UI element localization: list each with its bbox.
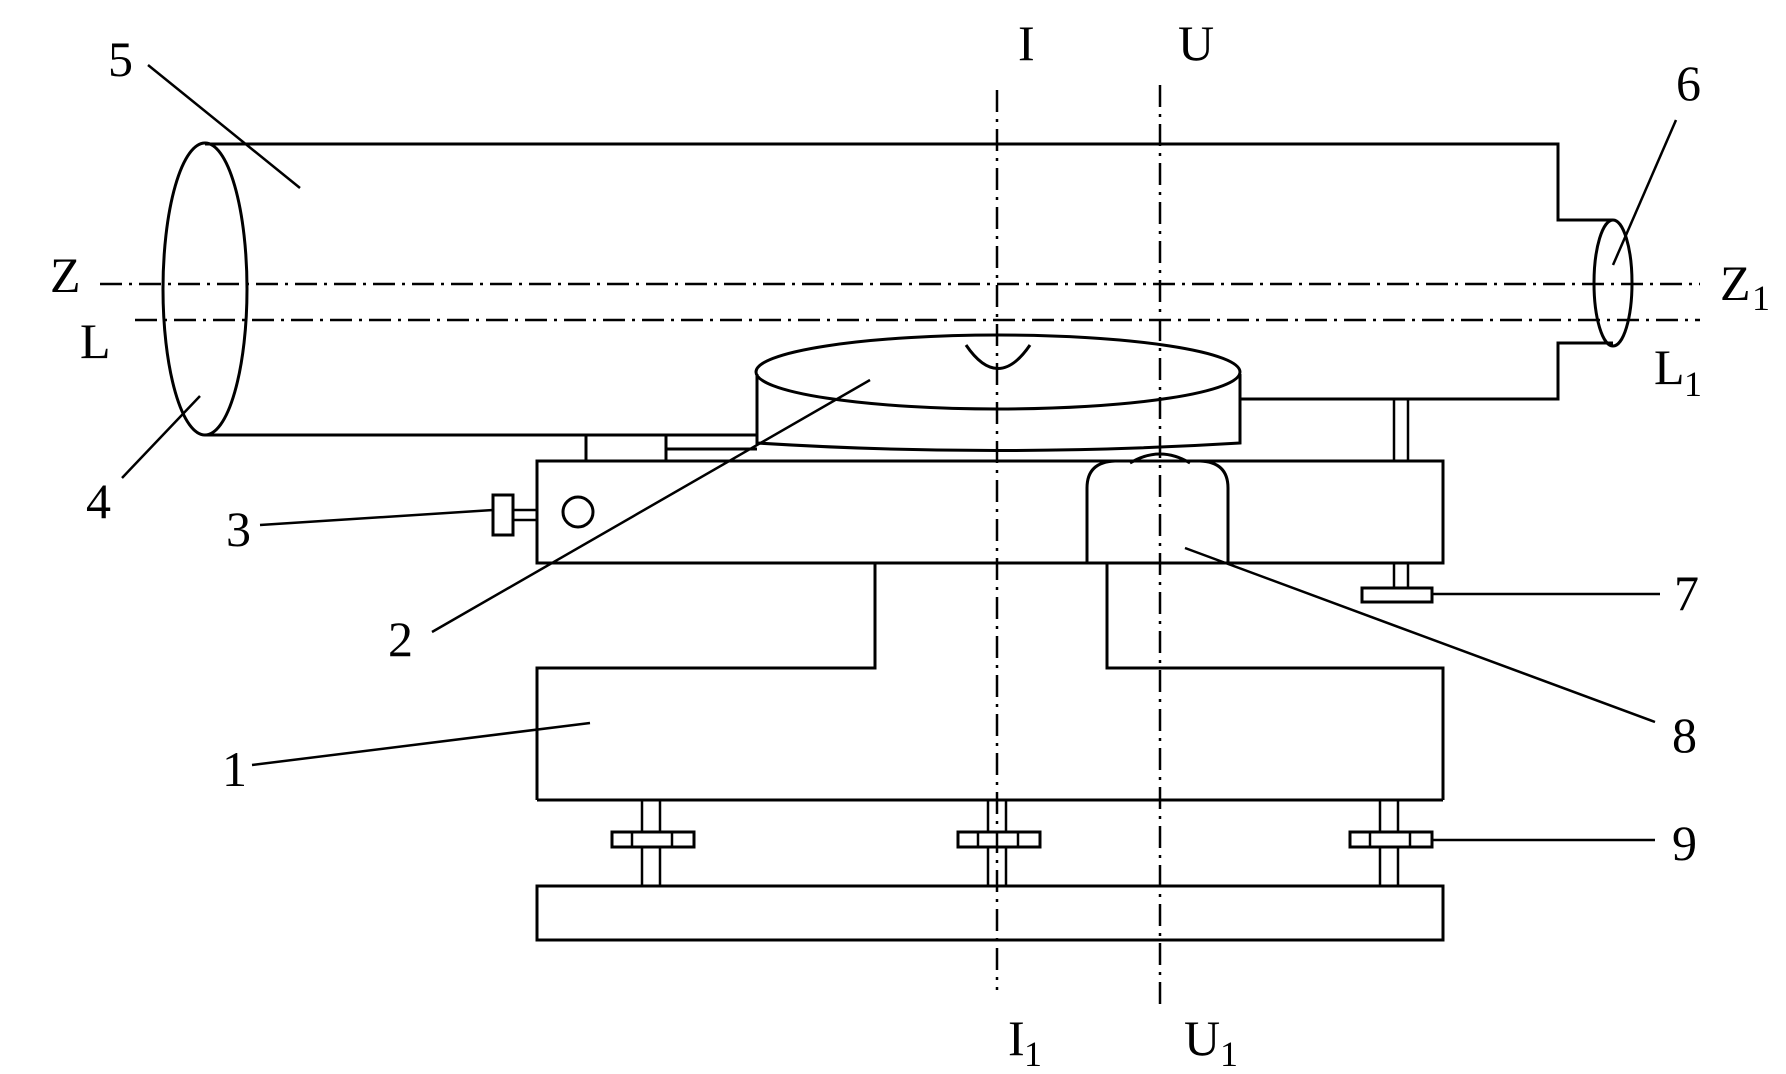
clamp-screw-hole	[561, 495, 595, 529]
axis-i-bottom-subscript: 1	[1024, 1034, 1042, 1074]
clamp-screw	[491, 493, 515, 537]
axis-u-top-label: U	[1178, 15, 1214, 71]
axis-u-bottom-label: U	[1184, 1010, 1220, 1066]
label-6: 6	[1676, 55, 1701, 111]
axis-z-start-label: Z	[50, 247, 81, 303]
label-9: 9	[1672, 815, 1697, 871]
axis-i-bottom-label: I	[1008, 1010, 1025, 1066]
tubular-level-vial	[755, 374, 1242, 452]
circular-level-bubble	[1085, 459, 1230, 563]
telescope-tube	[205, 142, 1613, 437]
axis-l-end-label: L	[1654, 339, 1685, 395]
leader-1	[251, 721, 591, 767]
label-7: 7	[1674, 565, 1699, 621]
axis-l-end-subscript: 1	[1684, 364, 1702, 404]
label-2: 2	[388, 611, 413, 667]
label-4: 4	[86, 473, 111, 529]
upper-support	[535, 459, 1445, 565]
leader-6	[1611, 119, 1678, 266]
leader-4	[121, 395, 201, 479]
leveling-screw-left	[610, 800, 696, 886]
base-plate	[535, 884, 1445, 942]
tilting-screw	[1360, 586, 1434, 604]
leveling-screw-center	[956, 800, 1042, 886]
leader-8	[1184, 546, 1656, 724]
axis-u-bottom-subscript: 1	[1220, 1034, 1238, 1074]
leader-3	[259, 508, 494, 527]
label-1: 1	[222, 741, 247, 797]
base-body	[535, 561, 877, 800]
objective-lens	[161, 141, 249, 437]
leader-2	[431, 378, 871, 634]
label-5: 5	[108, 31, 133, 87]
axis-z-end-label: Z	[1720, 255, 1751, 311]
leader-5	[147, 64, 301, 189]
axis-l-start-label: L	[80, 313, 111, 369]
axis-z-end-subscript: 1	[1752, 278, 1770, 318]
leveling-screw-right	[1348, 800, 1434, 886]
label-3: 3	[226, 501, 251, 557]
label-8: 8	[1672, 707, 1697, 763]
axis-i-top-label: I	[1018, 15, 1035, 71]
